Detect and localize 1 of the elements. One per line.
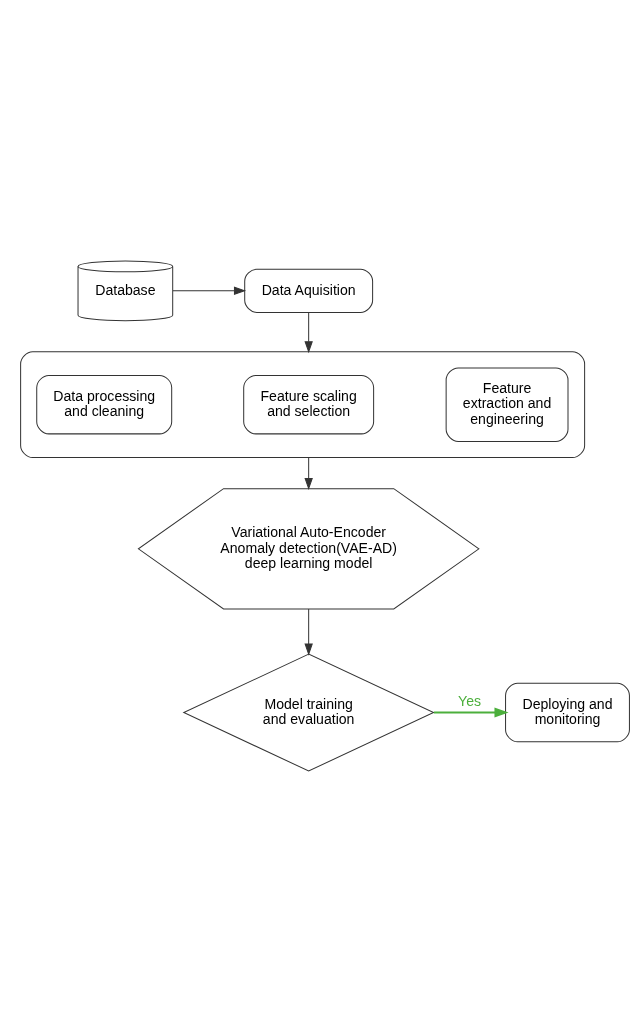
- edge-label: Yes: [458, 692, 482, 709]
